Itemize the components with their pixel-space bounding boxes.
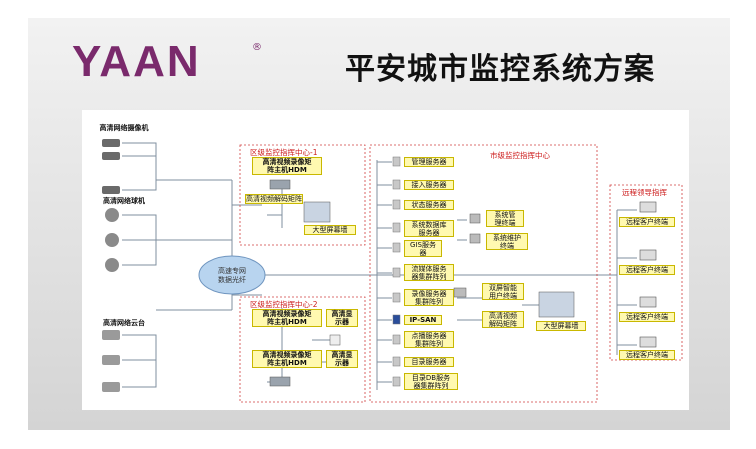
server-label: 接入服务器 [404,180,454,190]
district1-wall-label: 大型屏幕墙 [304,225,356,235]
camera-group-label: 高清网络摄像机 [99,124,149,132]
nvr-device-icon [269,179,291,190]
district2-nvr1-label: 高清视频录像矩 阵主机HDM [252,309,322,327]
network-cloud [198,255,266,295]
dome-camera-icon [105,208,119,272]
server-label: 点播服务器 集群阵列 [404,331,454,348]
district1-decoder-label: 高清视频解码矩阵 [245,194,303,204]
maint-terminal-label: 系统维护 终端 [486,233,528,250]
server-icon [392,156,401,387]
city-decoder-label: 高清视频 解码矩阵 [482,311,524,328]
workstation-icon [453,287,467,298]
connection-lines [102,139,683,403]
monitor-icon [329,334,341,346]
district1-title: 区级监控指挥中心-1 [250,148,318,157]
diagram-panel: 高清网络摄像机 高清网络球机 高清网络云台 高速专网 数据光纤 区级监控指挥中心… [82,110,689,410]
laptop-icon [639,201,657,348]
remote-client-label: 远程客户终端 [619,217,675,227]
yaan-logo: YAAN [72,37,201,86]
district2-display1-label: 高清显 示器 [326,309,358,327]
dome-group-label: 高清网络球机 [103,197,145,205]
video-wall-icon [303,201,331,223]
mgmt-terminal-label: 系统管 理终端 [486,210,524,227]
remote-client-label: 远程客户终端 [619,312,675,322]
city-frame [369,144,598,403]
server-label: 录像服务器 集群阵列 [404,289,454,306]
remote-frame [609,184,683,361]
nvr-device-icon [269,376,291,387]
server-label: 目录服务器 [404,357,454,367]
server-label: 管理服务器 [404,157,454,167]
district1-nvr-label: 高清视频录像矩 阵主机HDM [252,157,322,175]
server-label: IP-SAN [404,315,442,325]
dual-screen-terminal-label: 双屏智能 用户终端 [482,283,524,300]
remote-title: 远程领导指挥 [622,188,667,197]
district1-frame [239,144,366,246]
remote-client-label: 远程客户终端 [619,350,675,360]
server-label: 目录DB服务 器集群阵列 [404,373,458,390]
remote-client-label: 远程客户终端 [619,265,675,275]
network-label: 高速专网 数据光纤 [218,267,246,284]
server-label: 流媒体服务 器集群阵列 [404,264,454,281]
server-label: GIS服务 器 [404,240,442,257]
ptz-camera-icon [102,330,120,392]
district2-frame [239,296,366,403]
registered-mark: ® [252,42,262,53]
video-wall-icon [538,291,575,318]
district2-display2-label: 高清显 示器 [326,350,358,368]
district2-nvr2-label: 高清视频录像矩 阵主机HDM [252,350,322,368]
city-title: 市级监控指挥中心 [490,151,550,160]
ptz-group-label: 高清网络云台 [103,319,145,327]
workstation-icon [469,213,481,224]
server-label: 状态服务器 [404,200,454,210]
server-label: 系统数据库 服务器 [404,220,454,237]
district2-title: 区级监控指挥中心-2 [250,300,318,309]
camera-icon [102,139,120,194]
city-wall-label: 大型屏幕墙 [536,321,586,331]
workstation-icon [469,233,481,244]
page-title: 平安城市监控系统方案 [345,52,655,87]
